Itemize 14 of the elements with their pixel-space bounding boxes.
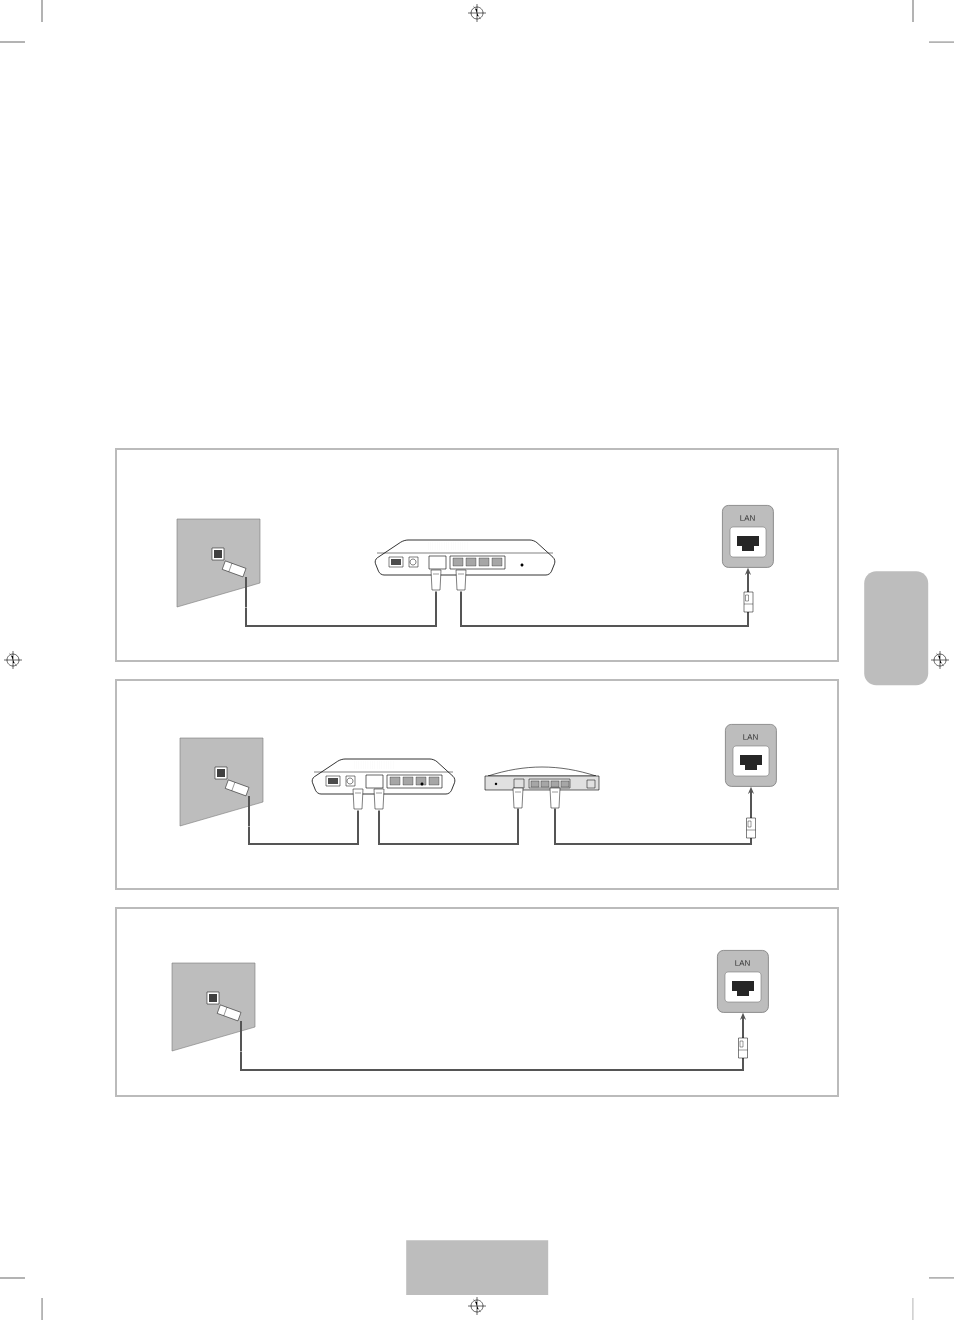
lan-port-panel: LAN	[722, 505, 774, 568]
lan-port-panel: LAN	[725, 724, 777, 787]
side-tab	[864, 571, 929, 686]
lan-port-panel: LAN	[717, 950, 769, 1013]
wall-socket-drawing	[176, 518, 261, 608]
page-tab	[406, 1240, 549, 1296]
cable	[378, 807, 519, 845]
cable	[245, 590, 437, 627]
cable	[248, 809, 359, 845]
wall-socket-drawing	[171, 962, 256, 1052]
router-drawing	[311, 758, 456, 810]
switch-drawing	[484, 766, 600, 809]
wall-socket-drawing	[179, 737, 264, 827]
router-drawing	[374, 539, 556, 591]
